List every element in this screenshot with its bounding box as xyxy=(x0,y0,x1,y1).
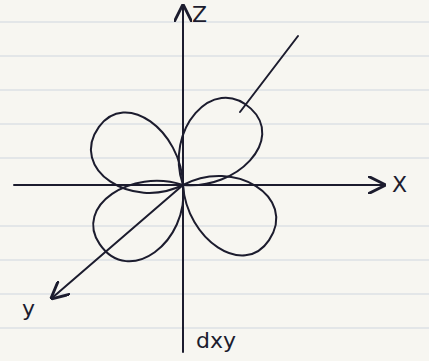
lobe xyxy=(165,151,290,269)
paper-lines xyxy=(0,22,429,328)
orbital-label: dxy xyxy=(196,330,236,352)
leader-line xyxy=(240,36,298,112)
axis-label: X xyxy=(392,174,407,196)
axis-label: y xyxy=(22,298,35,320)
lobe xyxy=(81,160,206,275)
y-axis xyxy=(52,185,183,298)
axis-label: Z xyxy=(192,4,207,26)
orbital-lobes xyxy=(77,83,291,275)
